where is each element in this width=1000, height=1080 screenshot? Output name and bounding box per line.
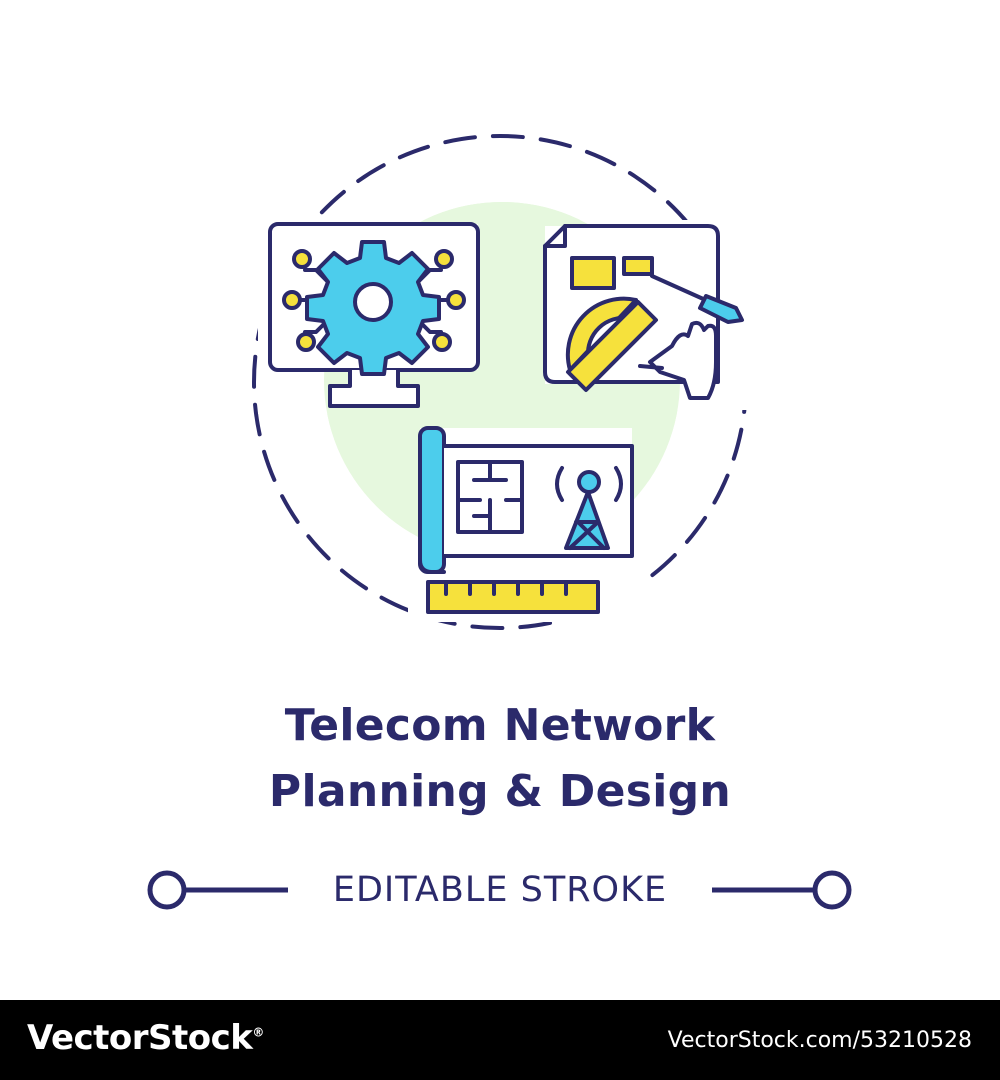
drafting-paper-protractor-hand-icon (543, 224, 744, 400)
tagline: EDITABLE STROKE (332, 870, 668, 910)
image-credit: VectorStock.com/53210528 (667, 1028, 972, 1053)
brand-name: VectorStock (27, 1018, 253, 1058)
title-line-2: Planning & Design (268, 766, 732, 817)
illustration (147, 134, 852, 910)
tagline-decoration (147, 870, 852, 910)
registered-mark: ® (252, 1025, 264, 1040)
footer-bar: VectorStock® VectorStock.com/53210528 (0, 1000, 1000, 1080)
brand-logo[interactable]: VectorStock® (27, 1018, 264, 1058)
monitor-gear-network-icon (268, 222, 480, 408)
title-line-1: Telecom Network (284, 700, 716, 751)
blueprint-antenna-tower-ruler-icon (418, 426, 634, 614)
tagline-right-circle (812, 870, 852, 910)
